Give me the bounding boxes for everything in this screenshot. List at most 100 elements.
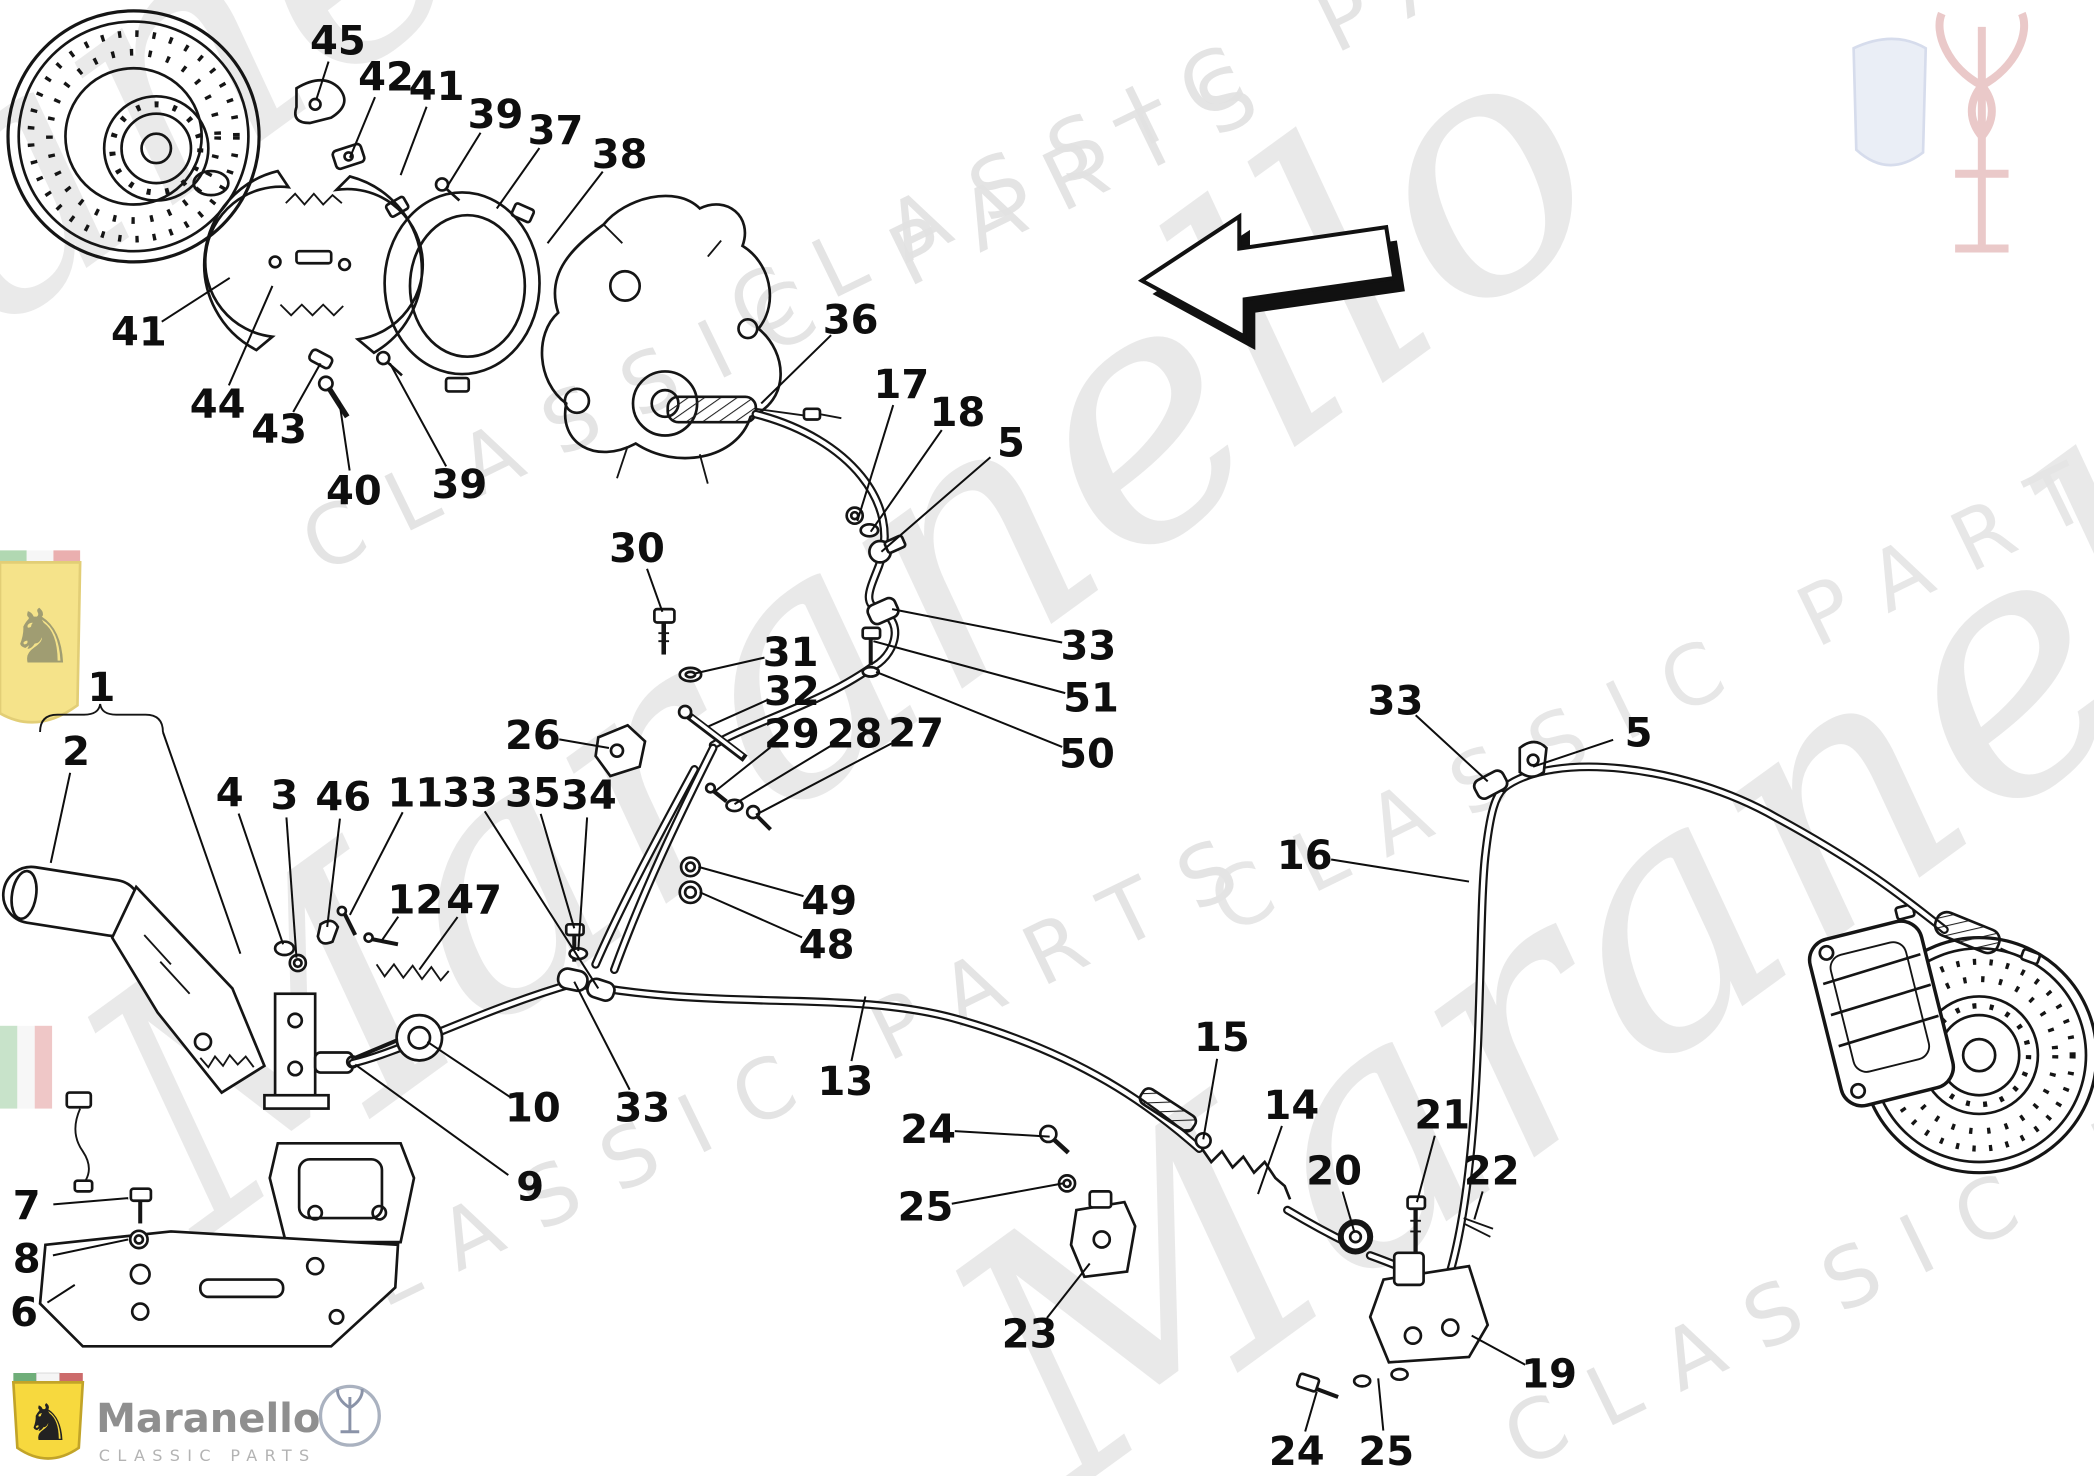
parking-brake-shoes	[202, 78, 425, 355]
logo-tagline-text: CLASSIC PARTS	[99, 1446, 317, 1465]
leader-line-33	[573, 981, 631, 1091]
logo-brand-text: Maranello	[96, 1396, 320, 1442]
leader-line-51	[873, 640, 1066, 695]
leader-line-33	[483, 810, 600, 989]
callout-4: 4	[216, 770, 244, 816]
rear-cable-riser-core	[1448, 785, 1506, 1274]
leader-line-34	[577, 817, 589, 952]
base-plate-nut	[128, 1229, 149, 1250]
leader-line-4	[237, 813, 285, 945]
cable-grommet-33-lower	[586, 977, 616, 1003]
leader-line-49	[698, 865, 804, 898]
leader-line-45	[315, 61, 330, 100]
lever-base-plate	[38, 1230, 400, 1348]
handbrake-lever-assembly	[1, 865, 589, 1348]
callout-31: 31	[763, 630, 819, 676]
maranello-logo: ♞ Maranello CLASSIC PARTS	[11, 1372, 381, 1465]
leader-line-26	[559, 738, 610, 750]
leader-line-19	[1471, 1334, 1526, 1366]
shoe-fasteners	[308, 177, 461, 419]
release-wire	[65, 1091, 94, 1193]
assembly-bracket	[39, 703, 164, 733]
leader-line-7	[53, 1197, 129, 1206]
leader-line-1	[161, 731, 242, 955]
leader-line-41	[399, 106, 428, 176]
callout-38: 38	[592, 132, 648, 178]
leader-line-43	[292, 362, 322, 413]
compensator-spring	[1200, 1147, 1292, 1200]
handbrake-grip	[1, 865, 143, 938]
callout-14: 14	[1264, 1083, 1320, 1129]
leader-line-22	[1473, 1191, 1484, 1220]
leader-line-50	[875, 670, 1063, 748]
callout-44: 44	[190, 382, 246, 428]
callout-33: 33	[442, 770, 498, 816]
callout-10: 10	[505, 1086, 561, 1132]
callout-33: 33	[614, 1086, 670, 1132]
linkage-hardware	[354, 506, 1548, 1399]
callout-18: 18	[930, 390, 986, 436]
direction-arrow-icon	[1137, 212, 1405, 351]
callout-7: 7	[13, 1183, 41, 1229]
callout-25: 25	[1358, 1429, 1414, 1475]
front-cable-ferrule	[666, 395, 842, 424]
callout-12: 12	[387, 877, 443, 923]
callout-11: 11	[387, 770, 443, 816]
callout-40: 40	[326, 469, 382, 515]
callout-32: 32	[764, 669, 820, 715]
linkage-fasteners	[273, 905, 589, 973]
leader-line-42	[348, 96, 376, 159]
rear-cable-ferrule	[1933, 910, 2001, 955]
leader-line-24	[954, 1130, 1050, 1138]
rear-cable-end-bead	[2019, 948, 2042, 966]
handbrake-spring	[375, 962, 450, 982]
callout-50: 50	[1059, 732, 1115, 778]
callout-41: 41	[409, 64, 465, 110]
bracket-stud-21	[1406, 1195, 1427, 1253]
leader-line-38	[546, 170, 604, 244]
cable-clip-5-front	[868, 534, 907, 564]
leader-line-3	[285, 817, 298, 958]
callout-33: 33	[1368, 678, 1424, 724]
callout-17: 17	[874, 362, 930, 408]
lever-to-equalizer-cable-a-core	[593, 767, 697, 967]
leader-line-10	[426, 1040, 511, 1098]
equalizer-washer-31	[678, 666, 703, 683]
leader-line-29	[715, 746, 772, 792]
leader-line-44	[227, 285, 274, 386]
leader-line-16	[1330, 858, 1470, 883]
rubber-grommet-20	[1337, 1219, 1374, 1255]
maserati-badge-icon	[318, 1384, 381, 1447]
cable-adjuster-sleeve	[1138, 1087, 1198, 1133]
cable-clamp-upper	[866, 596, 900, 626]
leader-line-15	[1202, 1058, 1219, 1140]
handbrake-lever-body	[110, 884, 267, 1095]
equalizer-bracket-26	[594, 723, 647, 778]
callout-36: 36	[823, 298, 879, 344]
rear-cable-clip-33	[1472, 769, 1509, 801]
callout-2: 2	[62, 729, 90, 775]
callout-3: 3	[271, 773, 299, 819]
equalizer-bolt-30	[653, 607, 676, 655]
callout-46: 46	[315, 774, 371, 820]
equalizer-pin-32	[677, 704, 748, 762]
leader-line-8	[52, 1238, 129, 1257]
leader-line-17	[856, 404, 895, 522]
callout-24: 24	[1269, 1429, 1325, 1475]
bracket-washers-25-rear	[1352, 1367, 1409, 1388]
logo-shield-icon: ♞	[11, 1372, 85, 1460]
rear-cable-bracket-5	[1518, 740, 1548, 779]
leader-line-37	[495, 147, 541, 210]
callout-26: 26	[505, 713, 561, 759]
leader-line-25	[951, 1182, 1064, 1205]
callout-35: 35	[505, 770, 561, 816]
tricolor-watermark	[0, 1025, 53, 1109]
locknut-49	[679, 856, 702, 878]
callout-13: 13	[817, 1059, 873, 1105]
leader-line-11	[348, 811, 404, 916]
leader-line-39	[445, 132, 482, 189]
leader-line-13	[850, 996, 867, 1062]
callout-37: 37	[528, 108, 584, 154]
